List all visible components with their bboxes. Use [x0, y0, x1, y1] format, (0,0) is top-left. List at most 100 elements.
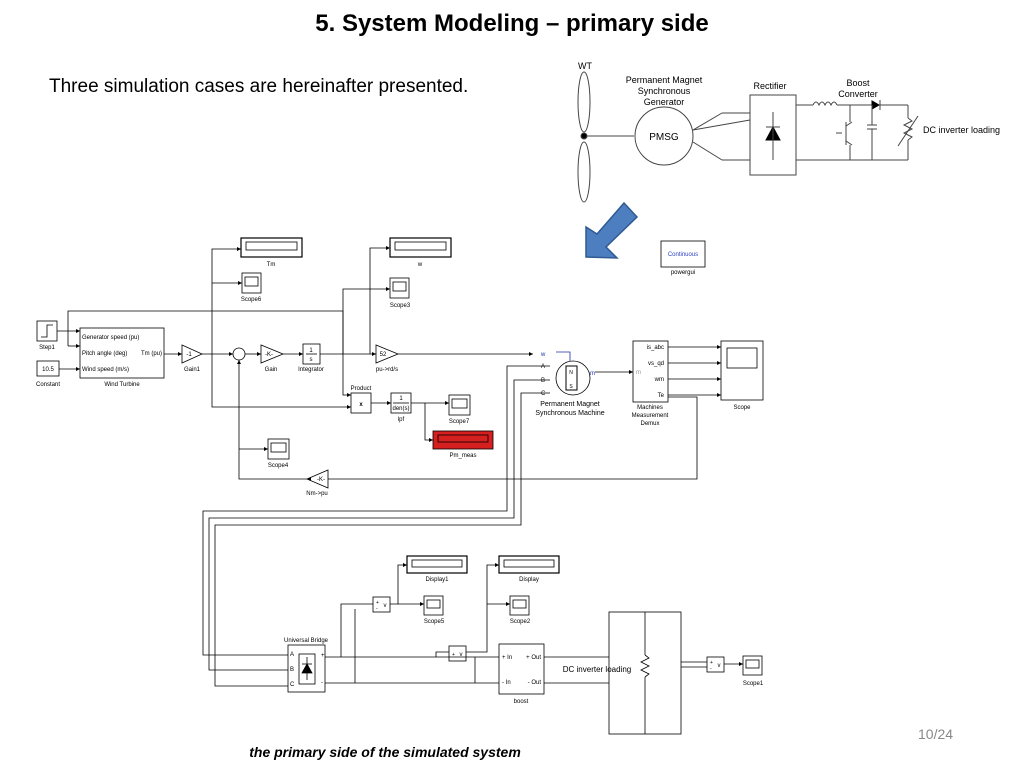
scope2-label: Scope2	[510, 619, 531, 625]
scope3-label: Scope3	[390, 303, 411, 309]
display-label: Display	[519, 577, 539, 583]
wt-in2: Pitch angle (deg)	[82, 351, 127, 357]
pmsm-port-b: B	[541, 378, 545, 384]
load-label: DC inverter loading	[923, 125, 1000, 135]
boost-diode	[871, 100, 881, 110]
gain1-value: -1	[186, 352, 192, 358]
constant-label: Constant	[36, 382, 60, 388]
svg-text:-: -	[376, 606, 378, 612]
boost-label-1: Boost	[846, 78, 870, 88]
demux-out-3: wm	[654, 377, 664, 383]
pmsm-port-a: A	[541, 364, 545, 370]
integrator-label: Integrator	[298, 367, 324, 373]
pmsm-port-w: w	[540, 352, 546, 358]
dc-load-resistor	[640, 654, 650, 678]
demux-out-1: is_abc	[647, 345, 664, 351]
svg-text:-: -	[710, 666, 712, 672]
universal-bridge-block	[287, 644, 326, 693]
pm-meas-label: Pm_meas	[449, 453, 476, 459]
arrowheads	[76, 246, 743, 666]
scope6-label: Scope6	[241, 297, 262, 303]
voltage-meas-2	[448, 645, 467, 662]
tm-label: Tm	[267, 262, 276, 268]
sum-block	[232, 347, 246, 361]
product-label: Product	[351, 386, 372, 392]
display-block	[498, 555, 560, 574]
boost-label: boost	[514, 699, 529, 705]
gain-value: -K-	[265, 352, 273, 358]
scope7-block	[448, 394, 471, 416]
scope5-label: Scope5	[424, 619, 445, 625]
pmsg-circle	[634, 106, 694, 166]
pmsm-port-m: m	[590, 371, 595, 377]
lpf-den: den(s)	[392, 406, 409, 412]
simulink-model: Tm Scope6 w Scope3 Continuous powergui S…	[36, 237, 764, 735]
svg-text:+: +	[710, 660, 713, 666]
boost-out-p: + Out	[526, 655, 541, 661]
pmsg-label-3: Generator	[644, 97, 685, 107]
wind-turbine-label: Wind Turbine	[104, 382, 140, 388]
slide-title: 5. System Modeling – primary side	[315, 10, 709, 37]
topology-diagram: WT Permanent Magnet Synchronous Generato…	[577, 61, 1000, 203]
wind-turbine-block	[79, 327, 165, 379]
pmsg-label-2: Synchronous	[638, 86, 691, 96]
demux-name-2: Measurement	[632, 413, 669, 419]
scope4-label: Scope4	[268, 463, 289, 469]
w-label: w	[417, 262, 423, 268]
scope5-block	[423, 595, 444, 616]
pm-meas-display	[432, 430, 494, 450]
scope-label: Scope	[733, 405, 751, 411]
turbine-blade-bottom	[577, 141, 591, 203]
gain1-label: Gain1	[184, 367, 201, 373]
ub-minus: -	[321, 680, 323, 686]
demux-in: m	[636, 370, 641, 376]
figure-caption: the primary side of the simulated system	[249, 744, 521, 760]
step1-label: Step1	[39, 345, 55, 351]
pointer-arrow-icon	[585, 201, 639, 259]
meas-3-v: v	[718, 663, 721, 669]
load-resistor	[902, 117, 914, 141]
w-display	[389, 237, 452, 258]
rectifier-label: Rectifier	[753, 81, 786, 91]
svg-text:+: +	[452, 652, 455, 658]
pmsg-label-1: Permanent Magnet	[626, 75, 703, 85]
powergui-label: powergui	[671, 270, 695, 276]
boost-inductor	[812, 101, 838, 107]
nm-pu-label: Nm->pu	[306, 491, 328, 497]
pmsg-text: PMSG	[649, 132, 679, 143]
boost-out-n: - Out	[528, 680, 542, 686]
boost-label-2: Converter	[838, 89, 878, 99]
continuous-text: Continuous	[668, 252, 698, 258]
scope1-block	[742, 655, 763, 676]
turbine-blade-top	[577, 71, 591, 133]
ub-port-c: C	[290, 682, 295, 688]
svg-text:+: +	[376, 600, 379, 606]
demux-out-2: vs_qd	[648, 361, 664, 367]
lpf-label: lpf	[398, 417, 405, 423]
voltage-meas-1	[372, 596, 391, 613]
demux-out-4: Te	[658, 393, 665, 399]
scope1-label: Scope1	[743, 681, 764, 687]
gain-label: Gain	[265, 367, 278, 373]
powergui-block	[660, 240, 706, 268]
tm-display	[240, 237, 303, 258]
voltage-meas-3	[706, 656, 725, 673]
signal-lines	[57, 247, 743, 687]
nm-pu-value: -K-	[317, 477, 325, 483]
pmsm-port-c: C	[541, 391, 546, 397]
wt-label: WT	[578, 61, 592, 71]
display1-block	[406, 555, 468, 574]
integrator-num: 1	[309, 348, 313, 354]
demux-name-1: Machines	[637, 405, 663, 411]
pmsm-label-2: Synchronous Machine	[535, 410, 604, 417]
display1-label: Display1	[425, 577, 449, 583]
page-number: 10/24	[918, 726, 954, 742]
constant-block	[36, 360, 60, 377]
scope-block	[720, 340, 764, 401]
boost-block	[498, 643, 545, 695]
ub-port-b: B	[290, 667, 294, 673]
constant-value: 10.5	[42, 367, 54, 373]
rectifier-box	[749, 94, 797, 176]
product-symbol: x	[359, 402, 363, 408]
